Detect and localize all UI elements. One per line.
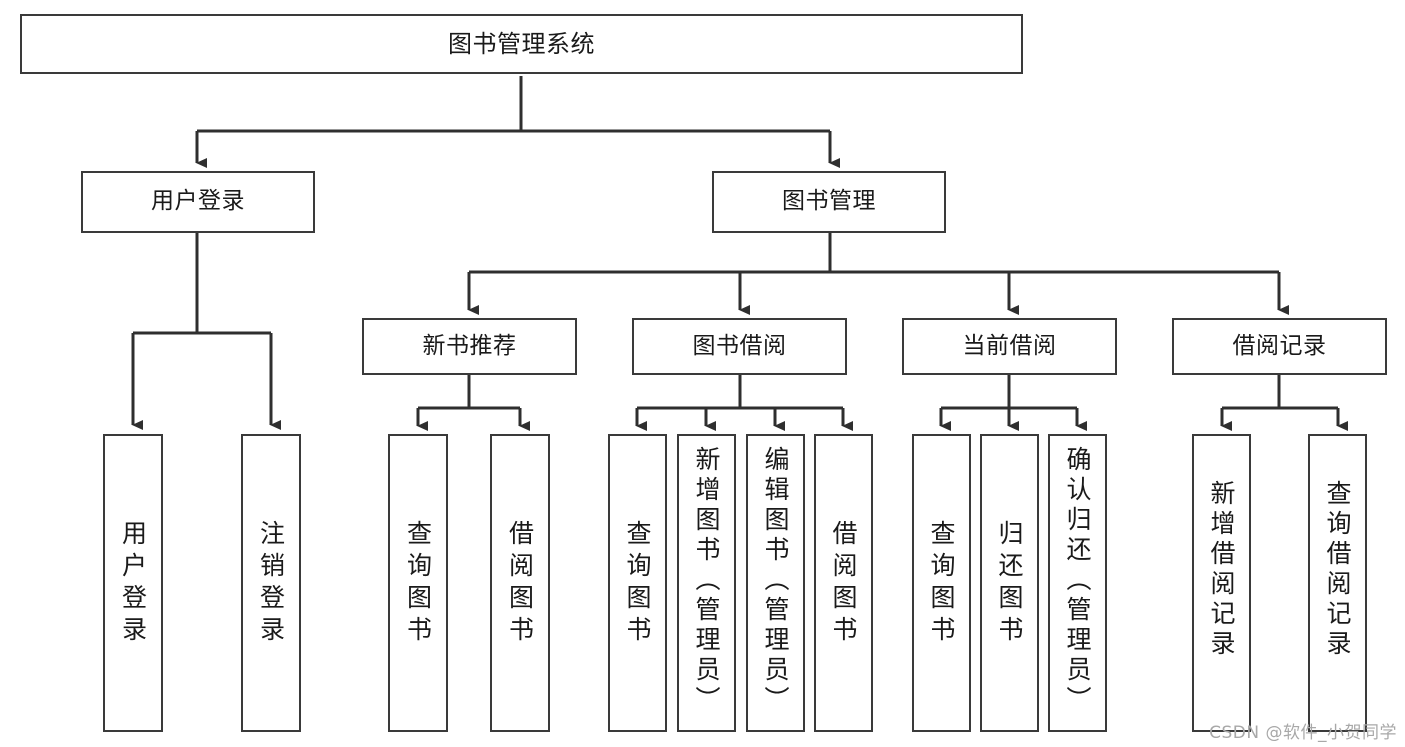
leaf-borrow-book-recommend[interactable]: 借阅图书 (490, 434, 550, 732)
node-label: 借阅图书 (829, 520, 858, 648)
node-label: 图书借阅 (692, 332, 787, 359)
leaf-query-book-recommend[interactable]: 查询图书 (388, 434, 448, 732)
node-label: 新书推荐 (422, 332, 517, 359)
node-label: 用户登录 (118, 520, 148, 648)
leaf-add-borrow-record[interactable]: 新增借阅记录 (1192, 434, 1251, 732)
node-borrow-record[interactable]: 借阅记录 (1172, 318, 1387, 375)
node-label: 图书管理系统 (448, 29, 595, 58)
leaf-query-book-current[interactable]: 查询图书 (912, 434, 971, 732)
node-label: 新增图书（管理员） (692, 446, 721, 716)
node-label: 编辑图书（管理员） (761, 446, 790, 716)
node-book-borrow[interactable]: 图书借阅 (632, 318, 847, 375)
leaf-confirm-return-admin[interactable]: 确认归还（管理员） (1048, 434, 1107, 732)
node-current-borrow[interactable]: 当前借阅 (902, 318, 1117, 375)
leaf-add-book-admin[interactable]: 新增图书（管理员） (677, 434, 736, 732)
node-label: 注销登录 (256, 520, 286, 648)
node-label: 图书管理 (782, 188, 876, 215)
node-new-book-recommend[interactable]: 新书推荐 (362, 318, 577, 375)
node-user-login[interactable]: 用户登录 (81, 171, 315, 233)
leaf-borrow-book[interactable]: 借阅图书 (814, 434, 873, 732)
node-label: 查询图书 (403, 520, 433, 648)
node-label: 用户登录 (151, 188, 245, 215)
leaf-user-login[interactable]: 用户登录 (103, 434, 163, 732)
node-label: 借阅记录 (1232, 332, 1327, 359)
node-label: 查询图书 (623, 520, 652, 648)
node-label: 新增借阅记录 (1207, 480, 1236, 660)
node-label: 借阅图书 (505, 520, 535, 648)
leaf-query-book-borrow[interactable]: 查询图书 (608, 434, 667, 732)
node-label: 当前借阅 (962, 332, 1057, 359)
node-root-system[interactable]: 图书管理系统 (20, 14, 1023, 74)
node-label: 归还图书 (995, 520, 1024, 648)
leaf-user-logout[interactable]: 注销登录 (241, 434, 301, 732)
leaf-return-book[interactable]: 归还图书 (980, 434, 1039, 732)
node-label: 查询图书 (927, 520, 956, 648)
leaf-query-borrow-record[interactable]: 查询借阅记录 (1308, 434, 1367, 732)
node-label: 查询借阅记录 (1323, 480, 1352, 660)
node-book-management[interactable]: 图书管理 (712, 171, 946, 233)
node-label: 确认归还（管理员） (1063, 446, 1092, 716)
leaf-edit-book-admin[interactable]: 编辑图书（管理员） (746, 434, 805, 732)
